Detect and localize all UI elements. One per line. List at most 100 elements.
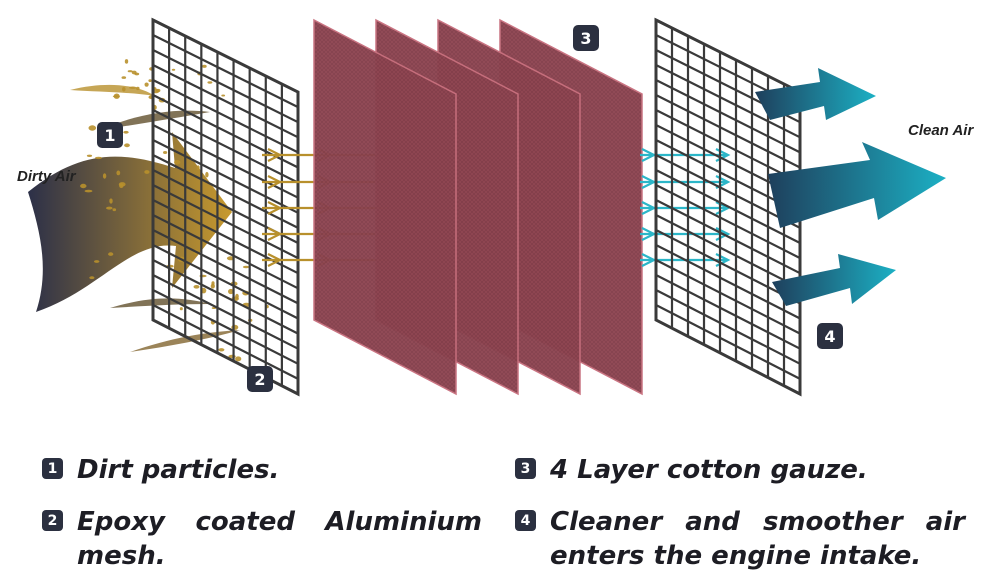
dirt-speck <box>148 79 152 82</box>
dirt-flow-arrowhead <box>267 201 283 215</box>
badge-1: 1 <box>97 122 123 148</box>
clean-air-arrow-middle <box>768 142 946 228</box>
dirt-flow-arrowhead <box>267 227 283 241</box>
clean-flow-arrowhead <box>641 148 657 162</box>
dirty-air-label: Dirty Air <box>17 168 76 185</box>
badge-4: 4 <box>817 323 843 349</box>
mesh-wire <box>152 154 299 229</box>
legend-text: Epoxy coated Aluminium mesh. <box>77 507 482 571</box>
clean-flow-arrows <box>640 148 731 267</box>
mesh-wire <box>655 94 801 169</box>
dirt-speck <box>221 94 226 97</box>
mesh-wire <box>152 34 299 109</box>
dirt-speck <box>202 64 207 68</box>
clean-flow-arrowhead <box>641 175 657 189</box>
dirt-flow-arrowhead <box>267 253 283 267</box>
mesh-wire <box>655 64 801 139</box>
dirt-streak <box>100 110 210 130</box>
legend-item-2: 2 Epoxy coated Aluminium mesh. <box>42 505 482 573</box>
dirt-speck <box>193 285 200 289</box>
dirt-speck <box>124 143 130 148</box>
legend-number: 3 <box>515 458 536 479</box>
mesh-wire <box>655 274 801 350</box>
legend-item-3: 3 4 Layer cotton gauze. <box>515 453 965 487</box>
legend-item-4: 4 Cleaner and smoother air enters the en… <box>515 505 965 573</box>
dirt-speck <box>112 208 117 212</box>
mesh-wire <box>152 139 299 214</box>
dirt-speck <box>124 59 129 64</box>
dirt-speck <box>235 356 242 362</box>
dirt-speck <box>205 171 209 178</box>
mesh-wire <box>152 289 299 365</box>
air-filter-diagram <box>28 17 946 397</box>
mesh-wire <box>152 244 299 320</box>
dirt-speck <box>136 86 140 91</box>
mesh-wire <box>152 274 299 350</box>
dirt-speck <box>113 93 120 99</box>
dirt-speck <box>86 154 93 157</box>
mesh-wire <box>655 304 801 380</box>
dirt-speck <box>95 156 102 160</box>
dirt-speck <box>109 198 113 204</box>
mesh-wire <box>152 214 299 290</box>
dirt-streak <box>70 84 155 96</box>
dirt-speck <box>80 183 87 189</box>
mesh-wire <box>152 79 299 154</box>
dirty-air-arrow <box>28 132 232 312</box>
dirt-streak <box>110 298 210 308</box>
dirt-speck <box>163 151 168 154</box>
dirt-speck <box>171 68 176 71</box>
clean-air-arrow-top <box>755 68 876 120</box>
cotton-gauze-layers <box>313 18 643 396</box>
aluminium-mesh-right <box>654 17 802 397</box>
legend-text: Cleaner and smoother air enters the engi… <box>550 507 965 571</box>
aluminium-mesh-left <box>151 17 300 397</box>
mesh-wire <box>152 184 299 260</box>
legend-number: 2 <box>42 510 63 531</box>
dirt-speck <box>174 160 181 165</box>
legend-text: Dirt particles. <box>77 455 280 485</box>
dirt-speck <box>218 348 225 352</box>
mesh-wire <box>152 259 299 335</box>
dirt-speck <box>106 206 113 210</box>
mesh-wire <box>655 184 801 260</box>
dirt-speck <box>102 173 107 179</box>
dirt-speck <box>89 276 95 280</box>
mesh-wire <box>152 229 299 305</box>
dirt-speck <box>134 72 140 76</box>
gauze-layer <box>313 18 457 396</box>
dirt-speck <box>88 125 97 131</box>
dirt-flow-arrowhead <box>267 175 283 189</box>
dirt-speck <box>118 182 126 187</box>
mesh-wire <box>655 169 801 244</box>
mesh-wire <box>152 304 299 380</box>
legend-item-1: 1 Dirt particles. <box>42 453 482 487</box>
clean-air-label: Clean Air <box>908 122 974 139</box>
dirt-flow-arrowhead <box>267 148 283 162</box>
mesh-wire <box>152 49 299 124</box>
mesh-wire <box>655 109 801 184</box>
dirt-speck <box>144 170 150 174</box>
dirt-speck <box>196 165 200 171</box>
clean-flow-arrowhead <box>641 227 657 241</box>
mesh-wire <box>655 154 801 229</box>
dirt-speck <box>231 324 239 330</box>
dirt-speck <box>228 288 234 295</box>
legend-text: 4 Layer cotton gauze. <box>550 455 868 485</box>
dirt-speck <box>116 170 121 176</box>
dirt-speck <box>207 81 213 84</box>
dirt-speck <box>94 260 100 263</box>
clean-air-arrow-bottom <box>772 254 896 306</box>
mesh-wire <box>655 79 801 154</box>
dirt-speck <box>127 70 133 73</box>
dirt-speck <box>122 87 126 92</box>
dirt-speck <box>84 189 93 193</box>
clean-flow-arrowhead <box>641 253 657 267</box>
dirt-speck <box>155 88 161 93</box>
mesh-wire <box>655 244 801 320</box>
mesh-wire <box>152 109 299 184</box>
mesh-wire <box>152 64 299 139</box>
dirt-speck <box>129 86 137 89</box>
mesh-wire <box>655 259 801 335</box>
mesh-wire <box>655 199 801 275</box>
